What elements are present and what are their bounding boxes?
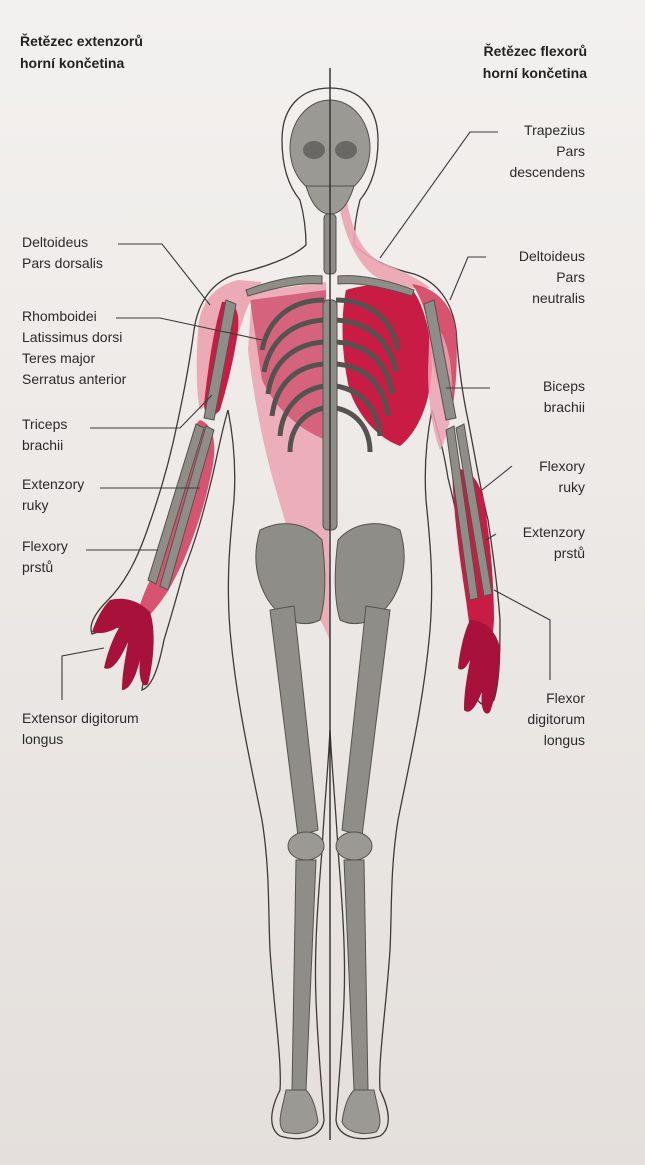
label-line: Extenzory bbox=[22, 474, 84, 495]
label-line: Rhomboidei bbox=[22, 306, 126, 327]
femur-right bbox=[342, 606, 390, 836]
label-line: Deltoideus bbox=[519, 246, 585, 267]
hand-right bbox=[458, 620, 500, 714]
label-line: neutralis bbox=[519, 288, 585, 309]
label-line: prstů bbox=[22, 557, 68, 578]
tibia-left bbox=[292, 860, 316, 1090]
label-line: descendens bbox=[509, 162, 585, 183]
foot-right bbox=[342, 1090, 380, 1134]
label-line: Latissimus dorsi bbox=[22, 327, 126, 348]
label-triceps-brachii: Triceps brachii bbox=[22, 414, 67, 456]
label-line: Flexor bbox=[527, 688, 585, 709]
tibia-right bbox=[344, 860, 368, 1090]
label-trapezius-descendens: Trapezius Pars descendens bbox=[509, 120, 585, 183]
label-line: Pars bbox=[519, 267, 585, 288]
hand-left bbox=[92, 599, 154, 690]
leader-flexory-ruky bbox=[482, 466, 512, 490]
knee-right bbox=[336, 832, 372, 860]
label-line: prstů bbox=[523, 543, 585, 564]
label-line: longus bbox=[22, 729, 139, 750]
label-flexory-ruky: Flexory ruky bbox=[539, 456, 585, 498]
label-extenzory-prstu: Extenzory prstů bbox=[523, 522, 585, 564]
leader-trapezius bbox=[380, 132, 498, 258]
label-line: digitorum bbox=[527, 709, 585, 730]
label-extensor-digitorum-longus: Extensor digitorum longus bbox=[22, 708, 139, 750]
leader-extensor-digitorum bbox=[62, 648, 104, 700]
label-line: ruky bbox=[22, 495, 84, 516]
label-flexor-digitorum-longus: Flexor digitorum longus bbox=[527, 688, 585, 751]
label-line: Deltoideus bbox=[22, 232, 103, 253]
label-deltoideus-neutralis: Deltoideus Pars neutralis bbox=[519, 246, 585, 309]
pectoral-right bbox=[343, 285, 432, 446]
label-line: longus bbox=[527, 730, 585, 751]
label-line: brachii bbox=[543, 397, 585, 418]
label-line: Extensor digitorum bbox=[22, 708, 139, 729]
label-line: brachii bbox=[22, 435, 67, 456]
label-rhomboidei-group: Rhomboidei Latissimus dorsi Teres major … bbox=[22, 306, 126, 390]
label-line: Flexory bbox=[539, 456, 585, 477]
label-deltoideus-dorsalis: Deltoideus Pars dorsalis bbox=[22, 232, 103, 274]
leader-deltoid-neutral bbox=[450, 257, 486, 300]
label-line: Trapezius bbox=[509, 120, 585, 141]
label-flexory-prstu: Flexory prstů bbox=[22, 536, 68, 578]
label-extenzory-ruky: Extenzory ruky bbox=[22, 474, 84, 516]
eye-socket-left bbox=[303, 141, 325, 159]
femur-left bbox=[270, 606, 318, 836]
label-biceps-brachii: Biceps brachii bbox=[543, 376, 585, 418]
label-line: Flexory bbox=[22, 536, 68, 557]
leader-deltoid-dorsal bbox=[118, 244, 210, 305]
label-line: Serratus anterior bbox=[22, 369, 126, 390]
foot-left bbox=[280, 1090, 318, 1134]
leader-triceps bbox=[90, 395, 212, 428]
label-line: Pars bbox=[509, 141, 585, 162]
label-line: Biceps bbox=[543, 376, 585, 397]
leader-flexor-digitorum bbox=[494, 590, 550, 680]
label-line: Teres major bbox=[22, 348, 126, 369]
label-line: ruky bbox=[539, 477, 585, 498]
eye-socket-right bbox=[335, 141, 357, 159]
knee-left bbox=[288, 832, 324, 860]
label-line: Triceps bbox=[22, 414, 67, 435]
label-line: Pars dorsalis bbox=[22, 253, 103, 274]
label-line: Extenzory bbox=[523, 522, 585, 543]
